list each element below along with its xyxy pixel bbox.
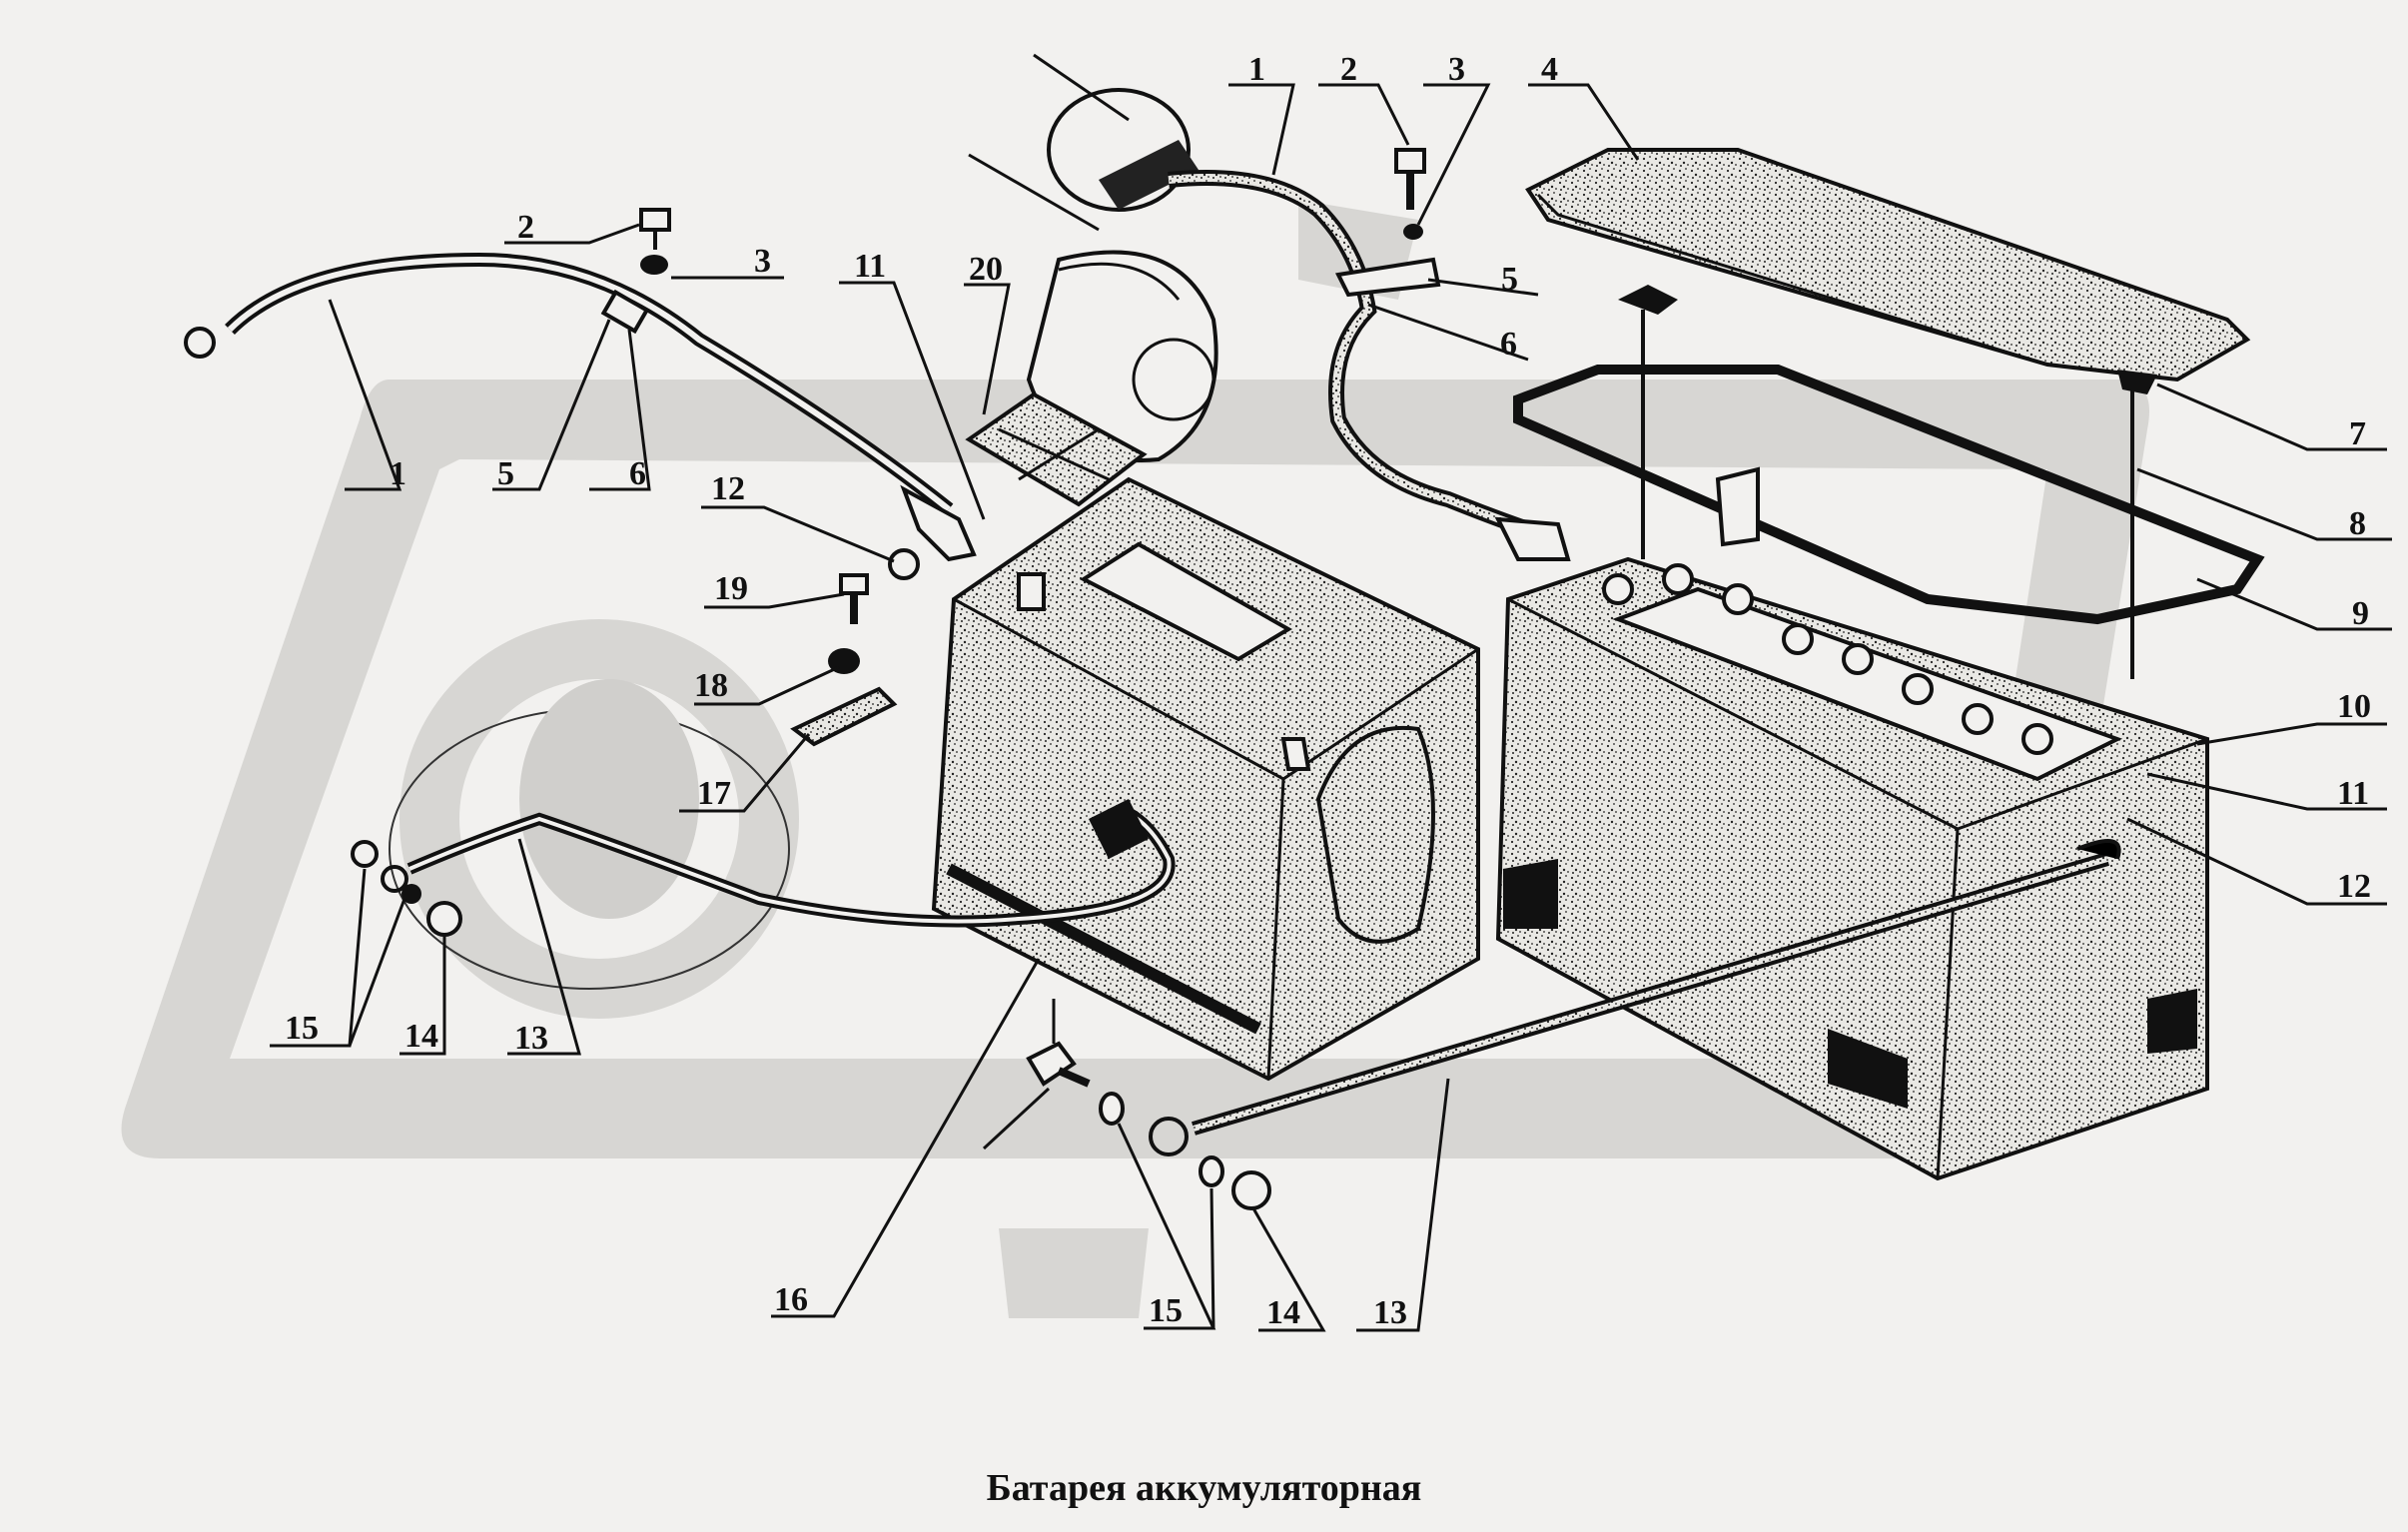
rubber-pad-20 bbox=[965, 391, 1148, 507]
callout-15-left: 15 bbox=[285, 1010, 319, 1047]
battery-cover-4 bbox=[1525, 148, 2251, 383]
watermark-oval bbox=[519, 679, 699, 919]
callout-5-left: 5 bbox=[497, 455, 514, 492]
bolt-washer-right bbox=[1394, 148, 1426, 240]
bolt-bottom bbox=[982, 999, 1091, 1150]
cable-13-bottom bbox=[1149, 839, 2121, 1156]
diagram-caption: Батарея аккумуляторная bbox=[986, 1467, 1422, 1509]
callout-11-left: 11 bbox=[854, 248, 886, 285]
cable-positive bbox=[1168, 170, 1571, 561]
callout-12-left: 12 bbox=[711, 470, 745, 507]
callout-4: 4 bbox=[1541, 51, 1558, 88]
leader-lines bbox=[270, 83, 2392, 1332]
nut-14-bottom bbox=[1231, 1170, 1271, 1210]
callout-3-right: 3 bbox=[1448, 51, 1465, 88]
callout-12-right: 12 bbox=[2337, 868, 2371, 905]
callout-20: 20 bbox=[969, 251, 1003, 288]
callout-14-bottom: 14 bbox=[1266, 1294, 1300, 1331]
callout-16: 16 bbox=[774, 1281, 808, 1318]
callout-2-left: 2 bbox=[517, 209, 534, 246]
bolt-washer-left bbox=[639, 208, 671, 275]
callout-18: 18 bbox=[694, 667, 728, 704]
callout-6-left: 6 bbox=[629, 455, 646, 492]
callout-13-bottom: 13 bbox=[1373, 1294, 1407, 1331]
nut-12-left bbox=[888, 548, 920, 580]
callout-8: 8 bbox=[2349, 505, 2366, 542]
callout-10: 10 bbox=[2337, 688, 2371, 725]
washer-15-bottom-b bbox=[1199, 1155, 1224, 1187]
cable-13-left bbox=[351, 799, 1176, 937]
clamp-frame-9 bbox=[1513, 285, 2265, 679]
callout-2-right: 2 bbox=[1340, 51, 1357, 88]
callout-17: 17 bbox=[697, 775, 731, 812]
alternator bbox=[968, 53, 1218, 462]
callout-9: 9 bbox=[2352, 595, 2369, 632]
battery-right bbox=[1495, 556, 2209, 1181]
callout-15-bottom: 15 bbox=[1149, 1292, 1183, 1329]
callout-3-left: 3 bbox=[754, 243, 771, 280]
callout-6-right: 6 bbox=[1500, 326, 1517, 363]
callout-1-left: 1 bbox=[390, 455, 406, 492]
callout-7: 7 bbox=[2349, 415, 2366, 452]
battery-center bbox=[931, 476, 1480, 1082]
callout-19: 19 bbox=[714, 570, 748, 607]
bolt-19 bbox=[839, 573, 869, 624]
callout-5-right: 5 bbox=[1501, 261, 1518, 298]
callout-11-right: 11 bbox=[2337, 775, 2369, 812]
callout-13-left: 13 bbox=[514, 1020, 548, 1057]
callout-1-right: 1 bbox=[1248, 51, 1265, 88]
clamp-17 bbox=[790, 686, 898, 747]
ground-cable-left bbox=[184, 252, 977, 562]
washer-15-bottom bbox=[1099, 1092, 1125, 1126]
callout-14-left: 14 bbox=[404, 1018, 438, 1055]
